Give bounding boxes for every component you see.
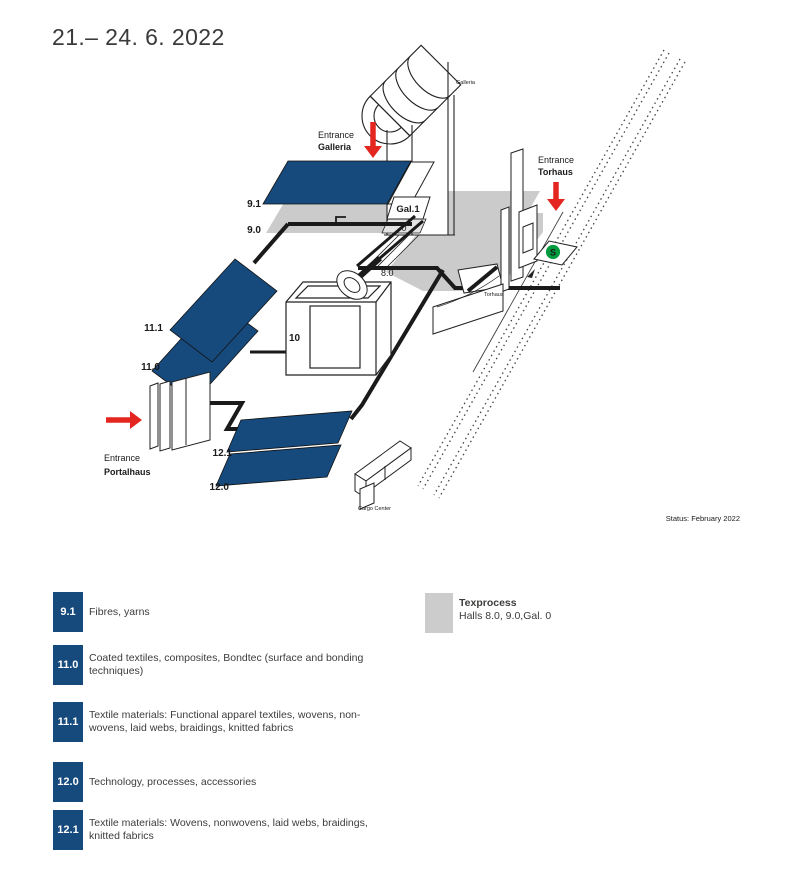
texprocess-halls: Halls 8.0, 9.0,Gal. 0 <box>459 610 552 622</box>
entrance-torhaus-label-2: Torhaus <box>538 167 573 177</box>
legend-text-12-1: Textile materials: Wovens, nonwovens, la… <box>89 817 368 842</box>
entrance-galleria-arrowhead-icon <box>364 146 382 158</box>
hall-11-1-roof <box>169 258 278 363</box>
railway-tracks-icon <box>417 49 686 499</box>
texprocess-color-swatch <box>425 593 453 633</box>
legend-text-9-1: Fibres, yarns <box>89 605 150 618</box>
legend-item-11-0: 11.0 Coated textiles, composites, Bondte… <box>53 645 389 685</box>
event-dates: 21.– 24. 6. 2022 <box>52 24 225 50</box>
hall-label-gal1: Gal.1 <box>396 204 420 215</box>
platform-edge-line <box>472 211 564 373</box>
hall-label-gal0: 0 <box>401 223 406 233</box>
hall-label-11-0: 11.0 <box>141 362 160 373</box>
texprocess-text: Texprocess Halls 8.0, 9.0,Gal. 0 <box>459 593 551 633</box>
entrance-portalhaus-label-1: Entrance <box>104 453 140 463</box>
legend-item-12-1: 12.1 Textile materials: Wovens, nonwoven… <box>53 810 389 850</box>
texprocess-title: Texprocess <box>459 597 517 609</box>
legend-item-9-1: 9.1 Fibres, yarns <box>53 592 389 632</box>
hall-12-1-roof <box>226 410 353 453</box>
legend-text-11-1: Textile materials: Functional apparel te… <box>89 709 361 734</box>
entrance-galleria-label-1: Entrance <box>318 130 354 140</box>
hall-9-1-roof <box>262 160 412 205</box>
hall-label-9-1: 9.1 <box>247 199 261 210</box>
entrance-galleria-label-2: Galleria <box>318 142 352 152</box>
legend-code-11-0: 11.0 <box>53 645 83 685</box>
hall-12-0-roof <box>215 444 342 487</box>
entrance-portalhaus-label-2: Portalhaus <box>104 467 151 477</box>
building-label-torhaus: Torhaus <box>484 292 504 298</box>
sbahn-station-icon: S <box>533 240 578 266</box>
building-label-cargo: Cargo Center <box>358 506 391 512</box>
legend-code-12-0: 12.0 <box>53 762 83 802</box>
cargo-center-building <box>354 440 412 510</box>
hall-label-9-0: 9.0 <box>247 225 261 236</box>
platform-arrow-icon <box>527 269 535 278</box>
hall-plan-map: S 9.1 9.0 Gal.1 0 8.0 10 11.1 11.0 12.1 … <box>104 44 740 523</box>
torhaus-building <box>432 148 538 335</box>
legend-code-11-1: 11.1 <box>53 702 83 742</box>
tunnel-arch-icon <box>336 270 368 300</box>
hall-label-10: 10 <box>289 333 301 344</box>
legend-code-12-1: 12.1 <box>53 810 83 850</box>
pavilion-path <box>466 265 499 293</box>
entrance-torhaus-arrowhead-icon <box>547 199 565 211</box>
legend-item-12-0: 12.0 Technology, processes, accessories <box>53 762 389 802</box>
legend-code-9-1: 9.1 <box>53 592 83 632</box>
hall-label-12-1: 12.1 <box>213 448 233 459</box>
legend-text-11-0: Coated textiles, composites, Bondtec (su… <box>89 652 364 677</box>
status-note: Status: February 2022 <box>666 514 740 523</box>
hall-label-12-0: 12.0 <box>210 482 230 493</box>
entrance-torhaus-label-1: Entrance <box>538 155 574 165</box>
entrance-arrows <box>106 122 565 429</box>
hall-label-11-1: 11.1 <box>144 323 163 334</box>
legend-item-11-1: 11.1 Textile materials: Functional appar… <box>53 702 389 742</box>
sbahn-label: S <box>550 248 556 258</box>
hall-label-8-0: 8.0 <box>381 268 394 278</box>
entrance-portalhaus-arrowhead-icon <box>130 411 142 429</box>
legend-text-12-0: Technology, processes, accessories <box>89 775 257 788</box>
legend-item-texprocess: Texprocess Halls 8.0, 9.0,Gal. 0 <box>425 593 551 633</box>
portalhaus-building <box>149 371 211 452</box>
building-label-galleria: Galleria <box>456 80 476 86</box>
